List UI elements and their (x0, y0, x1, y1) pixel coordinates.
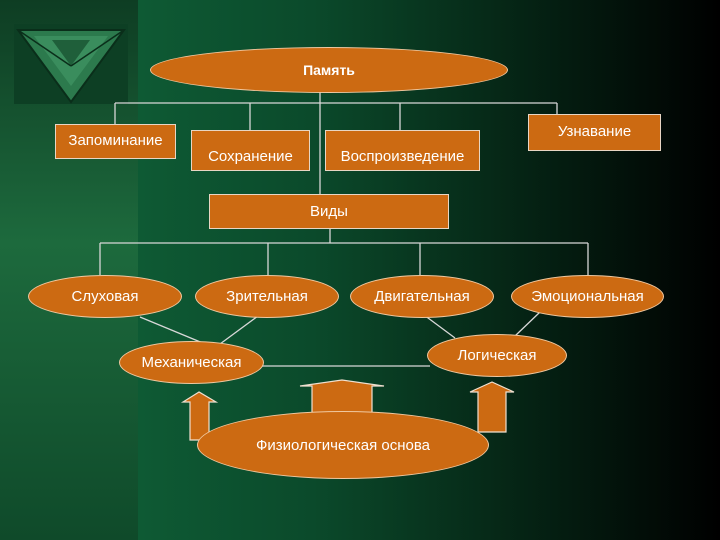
physiological-basis: Физиологическая основа (197, 411, 489, 479)
types-box: Виды (209, 194, 449, 229)
process-recognition: Узнавание (528, 114, 661, 151)
type-visual: Зрительная (195, 275, 339, 318)
process-memorization: Запоминание (55, 124, 176, 159)
type-auditory: Слуховая (28, 275, 182, 318)
process-reproduction: Воспроизведение (325, 130, 480, 171)
kind-mechanical: Механическая (119, 341, 264, 384)
root-node-memory: Память (150, 47, 508, 93)
kind-logical: Логическая (427, 334, 567, 377)
green-triangle-logo (14, 24, 128, 104)
type-emotional: Эмоциональная (511, 275, 664, 318)
process-retention: Сохранение (191, 130, 310, 171)
right-up-arrow (469, 381, 515, 433)
type-motor: Двигательная (350, 275, 494, 318)
